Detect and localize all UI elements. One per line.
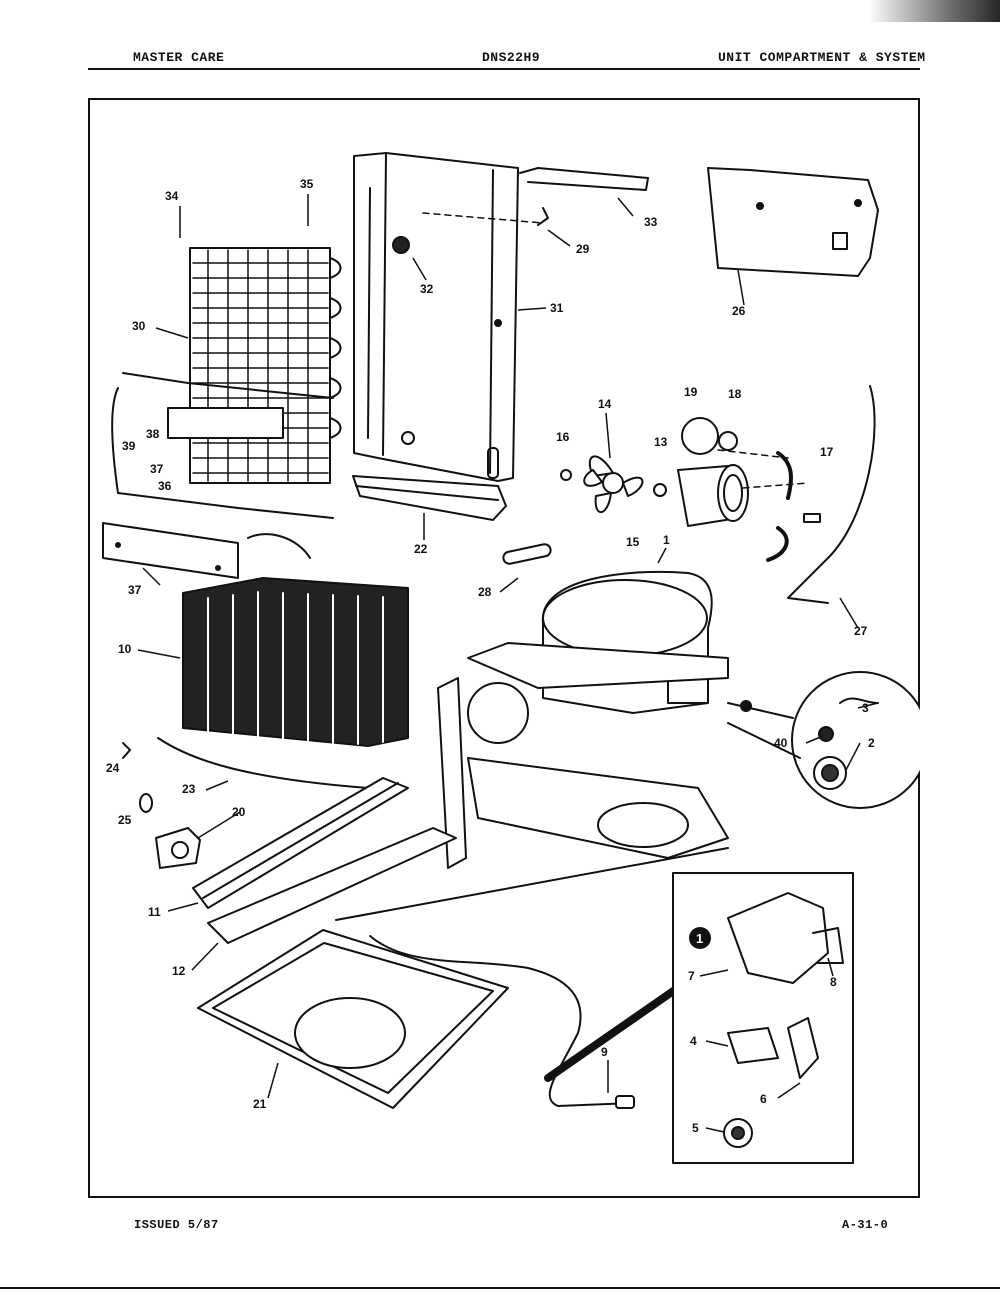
callout-5: 5 (692, 1121, 699, 1135)
callout-40: 40 (774, 736, 788, 750)
issued-date: ISSUED 5/87 (134, 1218, 219, 1232)
bracket-37 (102, 522, 239, 579)
rod (335, 847, 729, 921)
relay-overload-detail (727, 671, 920, 809)
drain-pan-21 (197, 929, 509, 1109)
callout-12: 12 (172, 964, 186, 978)
power-cord-9 (369, 935, 634, 1107)
callout-33: 33 (644, 215, 658, 229)
callout-15: 15 (626, 535, 640, 549)
callout-13: 13 (654, 435, 668, 449)
base-rail-12 (207, 827, 457, 944)
footer-rule (0, 1287, 1000, 1289)
tube-23 (157, 737, 369, 789)
washer-16 (560, 469, 572, 481)
inset-box (672, 872, 854, 1164)
drier-28 (502, 543, 552, 565)
callout-8: 8 (830, 975, 837, 989)
tube-33 (519, 167, 649, 191)
callout-3: 3 (862, 701, 869, 715)
callout-31: 31 (550, 301, 564, 315)
section-title: UNIT COMPARTMENT & SYSTEM (718, 50, 926, 65)
callout-30: 30 (132, 319, 146, 333)
callout-39: 39 (122, 439, 136, 453)
callout-36: 36 (158, 479, 172, 493)
callout-11: 11 (148, 905, 161, 919)
grommet-18 (718, 431, 738, 451)
exploded-parts-diagram: 34 35 33 29 32 31 26 30 39 38 37 36 37 2… (102, 152, 920, 1164)
evaporator-coil-30 (189, 247, 342, 484)
clip-24 (122, 742, 131, 759)
defrost-heater-bracket (111, 372, 334, 519)
callout-18: 18 (728, 387, 742, 401)
page-code: A-31-0 (842, 1218, 889, 1232)
callout-24: 24 (106, 761, 120, 775)
callout-17: 17 (820, 445, 834, 459)
callout-6: 6 (760, 1092, 767, 1106)
cap-25 (139, 793, 153, 813)
condenser-10 (182, 577, 409, 747)
timer-20 (155, 827, 201, 869)
panel-26 (707, 167, 879, 277)
callout-38: 38 (146, 427, 160, 441)
brand-title: MASTER CARE (133, 50, 225, 65)
washer-15 (653, 483, 667, 497)
callout-32: 32 (420, 282, 434, 296)
callout-21: 21 (253, 1097, 267, 1111)
clip-29 (537, 207, 549, 226)
inset-marker-bullet (689, 927, 711, 949)
callout-35: 35 (300, 177, 314, 191)
compressor-1 (541, 570, 752, 714)
callout-19: 19 (684, 385, 698, 399)
callout-labels: 34 35 33 29 32 31 26 30 39 38 37 36 37 2… (106, 177, 875, 1135)
diagram-frame (88, 98, 920, 1198)
drain-tray-22 (352, 475, 507, 521)
model-number: DNS22H9 (482, 50, 541, 65)
back-panel-31 (353, 152, 519, 482)
callout-14: 14 (598, 397, 612, 411)
callout-23: 23 (182, 782, 196, 796)
callout-7: 7 (688, 969, 695, 983)
screw-19 (681, 417, 719, 455)
scan-artifact (868, 0, 1000, 22)
callout-37b: 37 (128, 583, 142, 597)
callout-4: 4 (690, 1034, 697, 1048)
callout-25: 25 (118, 813, 132, 827)
fan-motor-13 (677, 464, 749, 527)
callout-34: 34 (165, 189, 179, 203)
fan-blade-14 (583, 455, 644, 514)
base-rail-11 (192, 777, 409, 909)
callout-1: 1 (663, 533, 670, 547)
fan-bracket-17 (766, 451, 821, 562)
leader-lines (137, 194, 879, 1133)
callout-37a: 37 (150, 462, 164, 476)
header-rule (88, 68, 920, 70)
callout-22: 22 (414, 542, 428, 556)
callout-29: 29 (576, 242, 590, 256)
inset-marker-label: 1 (696, 931, 703, 946)
callout-26: 26 (732, 304, 746, 318)
compressor-base (467, 642, 729, 859)
mount-bracket (437, 677, 467, 869)
callout-9: 9 (601, 1045, 608, 1059)
callout-28: 28 (478, 585, 492, 599)
callout-10: 10 (118, 642, 132, 656)
tube-27 (787, 385, 876, 604)
callout-2: 2 (868, 736, 875, 750)
callout-16: 16 (556, 430, 570, 444)
